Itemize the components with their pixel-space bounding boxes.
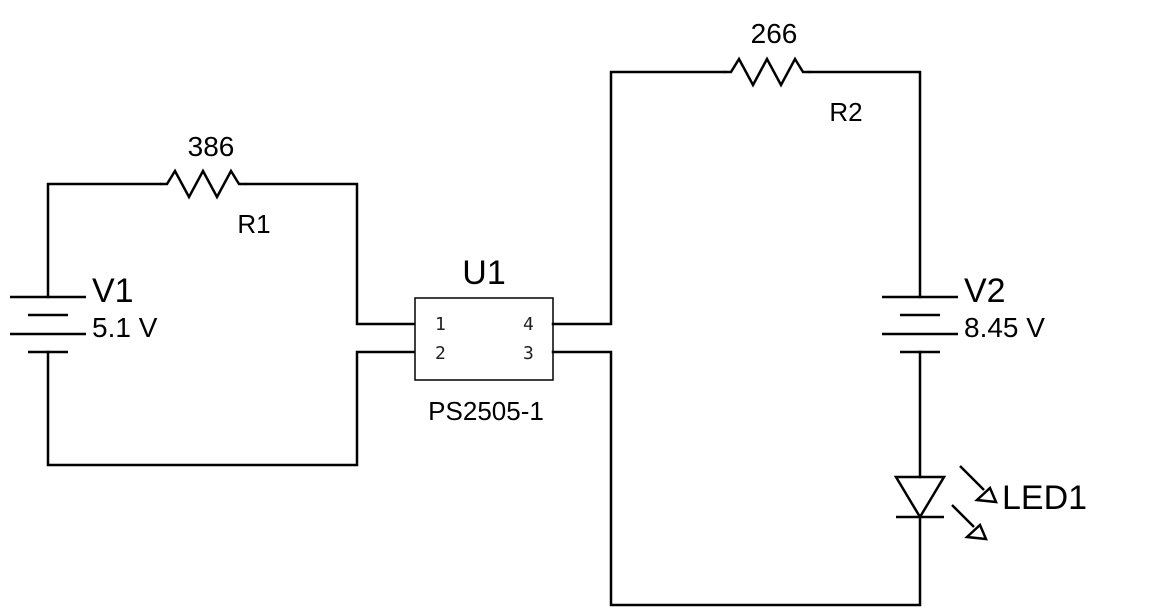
v2-value: 8.45 V <box>964 312 1045 343</box>
v2-label: V2 <box>964 272 1006 310</box>
right-loop-wires <box>551 70 922 607</box>
pin-2-label: 2 <box>435 343 446 364</box>
r2-label: R2 <box>829 97 862 127</box>
left-loop-wires <box>46 182 417 467</box>
r2-value: 266 <box>751 18 798 49</box>
led-led1: LED1 <box>893 465 1087 541</box>
pin-3-label: 3 <box>523 343 534 364</box>
r1-label: R1 <box>237 209 270 239</box>
led1-label: LED1 <box>1002 479 1087 517</box>
v1-label: V1 <box>92 272 134 310</box>
u1-part-number: PS2505-1 <box>428 396 544 426</box>
pin-4-label: 4 <box>523 314 534 335</box>
r1-value: 386 <box>188 131 235 162</box>
optocoupler-u1: 1 2 3 4 U1 PS2505-1 <box>414 254 554 426</box>
pin-1-label: 1 <box>435 314 446 335</box>
resistor-r2: 266 R2 <box>724 18 863 127</box>
battery-v2: V2 8.45 V <box>882 272 1045 354</box>
v1-value: 5.1 V <box>92 312 158 343</box>
battery-v1: V1 5.1 V <box>10 272 158 354</box>
resistor-r1: 386 R1 <box>160 131 271 239</box>
u1-label: U1 <box>462 254 505 292</box>
light-emission-arrows-icon <box>951 465 998 541</box>
